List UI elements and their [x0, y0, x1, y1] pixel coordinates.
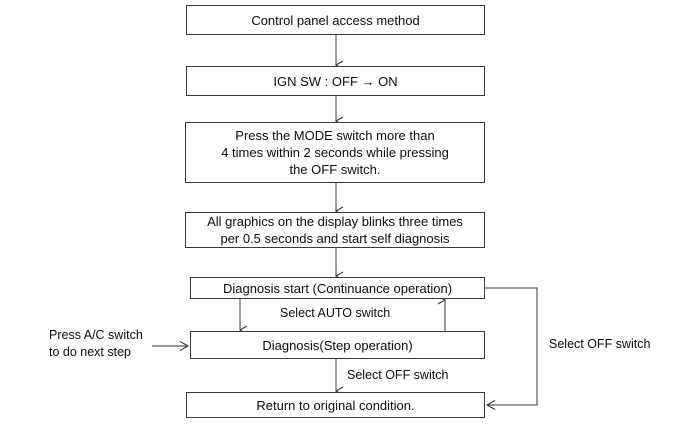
node-diagnosis-step[interactable]: Diagnosis(Step operation) — [190, 331, 485, 359]
edge-label-select-off-switch-loop: Select OFF switch — [549, 337, 651, 351]
side-note-press-ac-switch: Press A/C switch to do next step — [49, 328, 143, 359]
node-all-graphics-blink[interactable]: All graphics on the display blinks three… — [185, 212, 485, 248]
edge-label-select-off-switch-down: Select OFF switch — [347, 368, 449, 382]
node-return-to-original[interactable]: Return to original condition. — [186, 392, 485, 418]
node-diagnosis-start[interactable]: Diagnosis start (Continuance operation) — [190, 277, 485, 299]
node-ign-sw[interactable]: IGN SW : OFF → ON — [186, 66, 485, 96]
edge-label-select-auto-switch: Select AUTO switch — [280, 306, 391, 320]
node-control-panel-access-method[interactable]: Control panel access method — [186, 5, 485, 35]
node-press-mode-switch[interactable]: Press the MODE switch more than 4 times … — [185, 122, 485, 183]
connector-start-loop-to-return — [485, 287, 538, 410]
